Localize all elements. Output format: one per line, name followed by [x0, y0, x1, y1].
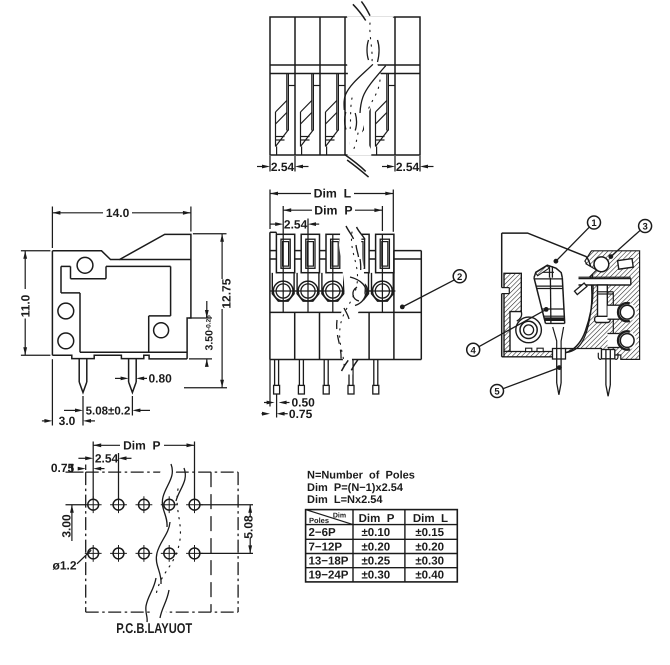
svg-text:0.75: 0.75	[289, 407, 313, 421]
svg-text:Dim P: Dim P	[314, 203, 352, 217]
svg-text:P.C.B.LAYUOT: P.C.B.LAYUOT	[116, 621, 192, 637]
svg-text:3.0: 3.0	[59, 414, 76, 428]
svg-text:Dim L: Dim L	[314, 187, 352, 201]
svg-text:±0.20: ±0.20	[361, 541, 390, 553]
svg-text:0.80: 0.80	[149, 372, 173, 386]
svg-text:2.54: 2.54	[284, 217, 308, 231]
svg-text:Dim: Dim	[333, 511, 346, 519]
svg-text:3.50-0.25: 3.50-0.25	[204, 315, 216, 351]
svg-text:ø1.2: ø1.2	[52, 559, 76, 573]
svg-text:19−24P: 19−24P	[309, 570, 349, 582]
svg-text:7−12P: 7−12P	[309, 541, 343, 553]
svg-text:12.75: 12.75	[219, 278, 233, 308]
svg-text:2.54: 2.54	[396, 160, 420, 174]
svg-text:Dim L: Dim L	[413, 513, 448, 525]
svg-text:11.0: 11.0	[18, 294, 32, 317]
svg-text:±0.40: ±0.40	[415, 570, 444, 582]
svg-text:5.08±0.2: 5.08±0.2	[86, 406, 131, 418]
svg-text:14.0: 14.0	[106, 206, 130, 220]
svg-text:5.08: 5.08	[241, 515, 255, 539]
svg-text:0.50: 0.50	[292, 396, 316, 410]
svg-text:5: 5	[494, 387, 500, 398]
svg-text:3.00: 3.00	[60, 514, 74, 538]
svg-text:1: 1	[591, 218, 597, 229]
svg-text:Poles: Poles	[309, 516, 329, 525]
svg-text:13−18P: 13−18P	[309, 556, 349, 568]
svg-text:2−6P: 2−6P	[309, 527, 337, 539]
svg-text:2.54: 2.54	[271, 160, 295, 174]
svg-text:±0.30: ±0.30	[415, 556, 444, 568]
svg-text:±0.25: ±0.25	[361, 556, 390, 568]
svg-text:4: 4	[471, 345, 477, 356]
svg-text:N=Number of Poles: N=Number of Poles	[307, 470, 415, 482]
svg-text:±0.30: ±0.30	[361, 570, 390, 582]
svg-text:Dim L=Nx2.54: Dim L=Nx2.54	[307, 494, 383, 506]
svg-text:±0.20: ±0.20	[415, 541, 444, 553]
svg-text:±0.15: ±0.15	[415, 527, 444, 539]
svg-text:3: 3	[642, 222, 647, 233]
svg-text:Dim P: Dim P	[123, 439, 160, 453]
svg-text:Dim P=(N−1)x2.54: Dim P=(N−1)x2.54	[307, 482, 404, 494]
svg-text:±0.10: ±0.10	[361, 527, 390, 539]
svg-text:2.54: 2.54	[95, 451, 119, 465]
svg-text:0.75: 0.75	[51, 461, 75, 475]
svg-text:2: 2	[457, 272, 462, 283]
svg-text:Dim P: Dim P	[359, 513, 395, 525]
